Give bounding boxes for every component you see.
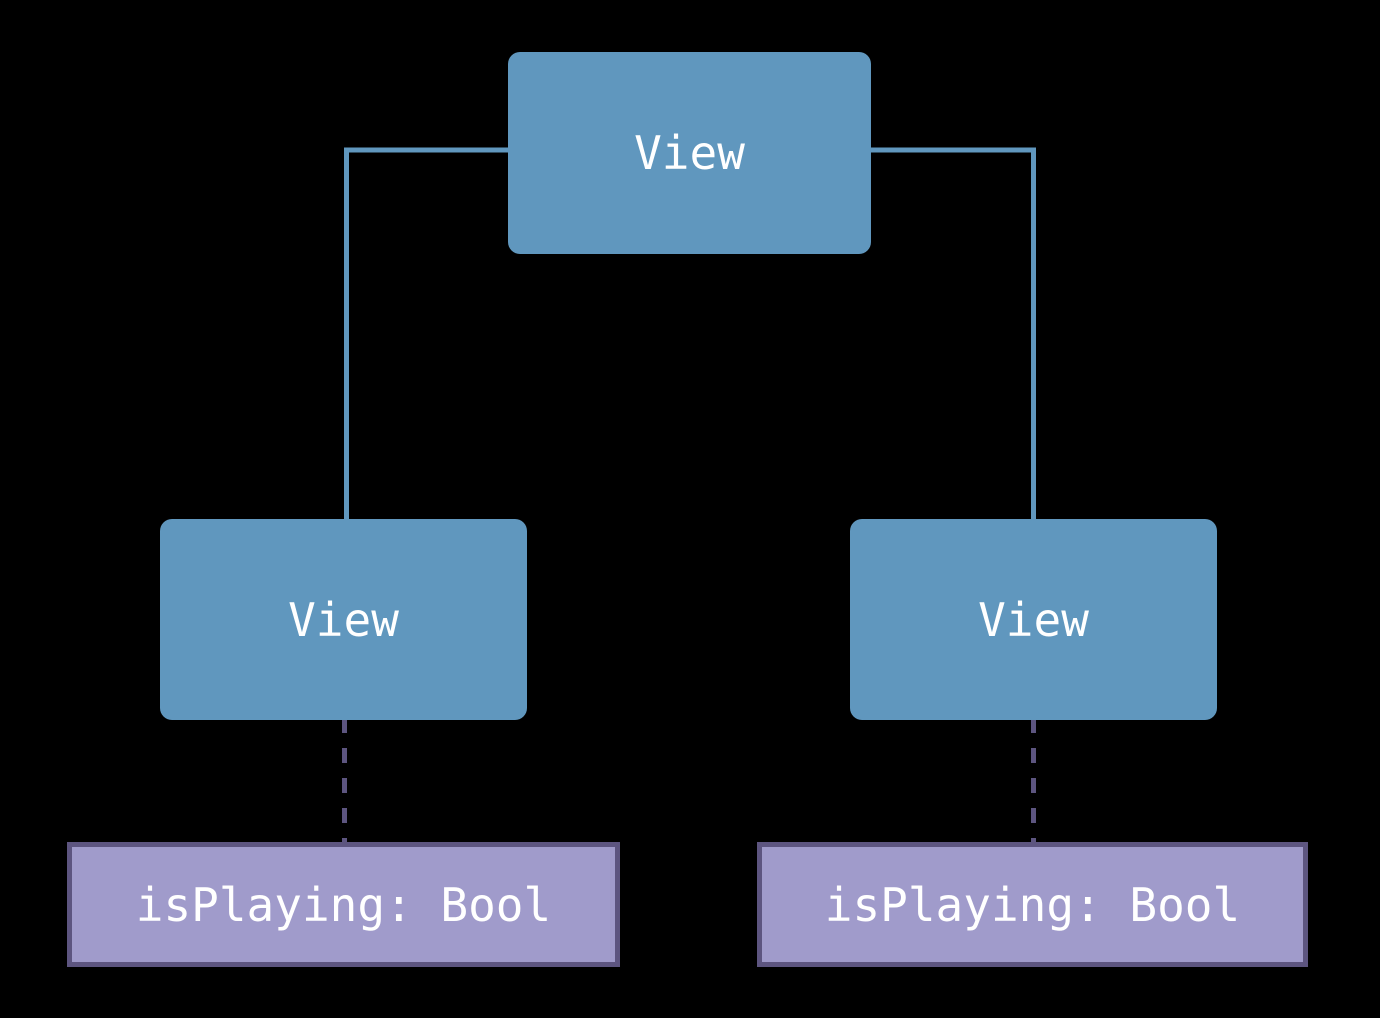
edge-root-to-left-view: [344, 147, 508, 522]
node-label: isPlaying: Bool: [824, 877, 1241, 932]
edge-root-to-right-view: [871, 147, 1036, 522]
node-label: View: [634, 126, 745, 180]
node-label: View: [978, 592, 1089, 647]
node-view-root[interactable]: View: [508, 52, 871, 254]
node-view-child-right[interactable]: View: [850, 519, 1217, 720]
node-state-right[interactable]: isPlaying: Bool: [757, 842, 1308, 967]
node-view-child-left[interactable]: View: [160, 519, 527, 720]
node-label: View: [288, 592, 399, 647]
node-label: isPlaying: Bool: [135, 877, 552, 932]
node-state-left[interactable]: isPlaying: Bool: [67, 842, 620, 967]
